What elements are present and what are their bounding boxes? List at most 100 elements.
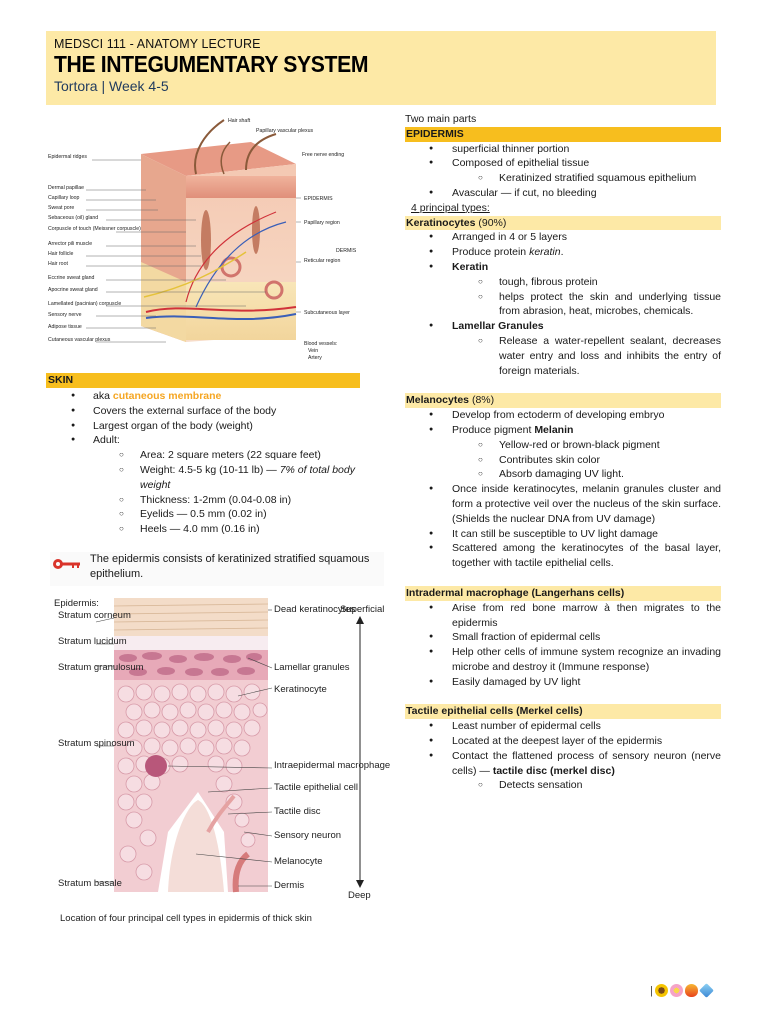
list-item: Release a water-repellent sealant, decre… [405, 334, 721, 378]
list-item: Produce protein keratin. [405, 245, 721, 260]
list-item: Easily damaged by UV light [405, 675, 721, 690]
list-item: Detects sensation [405, 778, 721, 793]
langerhans-heading: Intradermal macrophage (Langerhans cells… [405, 585, 721, 601]
label-eccrine: Eccrine sweat gland [48, 275, 95, 281]
right-column: Two main parts EPIDERMIS superficial thi… [405, 112, 721, 793]
list-item: Produce pigment Melanin [405, 423, 721, 438]
skin-list: aka cutaneous membrane Covers the extern… [46, 389, 360, 537]
label-lamellar-granules: Lamellar granules [274, 662, 350, 673]
label-macrophage: Intraepidermal macrophage cell [274, 760, 392, 771]
list-item: Arranged in 4 or 5 layers [405, 230, 721, 245]
label-sensory-neuron: Sensory neuron [274, 830, 341, 841]
list-item: It can still be susceptible to UV light … [405, 527, 721, 542]
label-apocrine: Apocrine sweat gland [48, 287, 98, 293]
course-title: MEDSCI 111 - ANATOMY LECTURE [54, 37, 261, 51]
list-item: Heels — 4.0 mm (0.16 in) [46, 522, 360, 537]
label-tactile-disc: Tactile disc [274, 806, 321, 817]
label-free-nerve: Free nerve ending [302, 152, 344, 158]
label-subcutaneous: Subcutaneous layer [304, 310, 350, 316]
keratinocytes-heading: Keratinocytes (90%) [405, 215, 721, 231]
list-item: helps protect the skin and underlying ti… [405, 290, 721, 320]
list-item: Avascular — if cut, no bleeding [405, 186, 721, 201]
label-stratum-lucidum: Stratum lucidum [58, 636, 127, 647]
list-item: Covers the external surface of the body [46, 404, 360, 419]
list-item: Absorb damaging UV light. [405, 467, 721, 482]
list-item: Scattered among the keratinocytes of the… [405, 541, 721, 571]
cutaneous-membrane-term: cutaneous membrane [112, 390, 222, 402]
footer-emojis: | [650, 983, 714, 998]
list-item: Keratinized stratified squamous epitheli… [405, 171, 721, 186]
melanocytes-heading: Melanocytes (8%) [405, 393, 721, 409]
skin-structure-figure: Epidermal ridges Dermal papillae Capilla… [48, 118, 357, 361]
header-banner: MEDSCI 111 - ANATOMY LECTURE THE INTEGUM… [46, 31, 716, 105]
label-deep: Deep [348, 890, 371, 901]
label-capillary-loop: Capillary loop [48, 195, 80, 201]
list-item: Small fraction of epidermal cells [405, 630, 721, 645]
page-title: THE INTEGUMENTARY SYSTEM [54, 51, 369, 77]
list-item: Weight: 4.5-5 kg (10-11 lb) — 7% of tota… [46, 463, 360, 493]
label-artery: Artery [308, 355, 322, 361]
list-item: Adult: [46, 433, 360, 448]
label-blood-vessels: Blood vessels: [304, 341, 337, 347]
skin-heading: SKIN [46, 373, 360, 388]
label-stratum-granulosum: Stratum granulosum [58, 662, 144, 673]
label-cutaneous-plexus: Cutaneous vascular plexus [48, 337, 111, 343]
label-superficial: Superficial [340, 604, 384, 615]
label-tactile-cell: Tactile epithelial cell [274, 782, 358, 793]
epidermis-figure-caption: Location of four principal cell types in… [60, 913, 312, 924]
label-epidermal-ridges: Epidermal ridges [48, 154, 87, 160]
blossom-icon [669, 984, 683, 997]
page-subtitle: Tortora | Week 4-5 [54, 78, 169, 94]
principal-types-label: 4 principal types: [411, 201, 490, 214]
list-item: Contributes skin color [405, 453, 721, 468]
epidermis-heading: EPIDERMIS [405, 126, 721, 142]
label-stratum-basale: Stratum basale [58, 878, 122, 889]
list-item: Arise from red bone marrow à then migrat… [405, 601, 721, 631]
label-adipose: Adipose tissue [48, 324, 82, 330]
label-sensory-nerve: Sensory nerve [48, 312, 82, 318]
list-item: Eyelids — 0.5 mm (0.02 in) [46, 507, 360, 522]
gem-icon [699, 983, 714, 998]
label-dermal-papillae: Dermal papillae [48, 185, 84, 191]
fire-icon [684, 984, 698, 997]
label-stratum-corneum: Stratum corneum [58, 610, 131, 621]
label-lamellated: Lamellated (pacinian) corpuscle [48, 301, 121, 307]
list-item: aka cutaneous membrane [46, 389, 360, 404]
list-item: Contact the flattened process of sensory… [405, 749, 721, 779]
label-epidermis: EPIDERMIS [304, 196, 333, 202]
list-item: Lamellar Granules [405, 319, 721, 334]
key-note: The epidermis consists of keratinized st… [50, 552, 384, 586]
list-item: superficial thinner portion [405, 142, 721, 157]
label-hair-root: Hair root [48, 261, 68, 267]
list-item: Least number of epidermal cells [405, 719, 721, 734]
label-melanocyte: Melanocyte [274, 856, 323, 867]
footer-bar: | [650, 984, 653, 997]
list-item: Thickness: 1-2mm (0.04-0.08 in) [46, 493, 360, 508]
label-reticular-region: Reticular region [304, 258, 340, 264]
label-dermis: DERMIS [336, 248, 357, 254]
label-stratum-spinosum: Stratum spinosum [58, 738, 135, 749]
label-meissner: Corpuscle of touch (Meissner corpuscle) [48, 226, 141, 232]
list-item: Largest organ of the body (weight) [46, 419, 360, 434]
list-item: Located at the deepest layer of the epid… [405, 734, 721, 749]
label-papillary-region: Papillary region [304, 220, 340, 226]
intro-text: Two main parts [405, 113, 477, 125]
label-hair-follicle: Hair follicle [48, 251, 73, 257]
label-dermis: Dermis [274, 880, 304, 891]
label-epidermis-layers: Epidermis: [54, 598, 99, 609]
list-item: Once inside keratinocytes, melanin granu… [405, 482, 721, 526]
list-item: Area: 2 square meters (22 square feet) [46, 448, 360, 463]
label-arrector-pili: Arrector pili muscle [48, 241, 92, 247]
list-item: Develop from ectoderm of developing embr… [405, 408, 721, 423]
list-item: Yellow-red or brown-black pigment [405, 438, 721, 453]
label-hair-shaft: Hair shaft [228, 118, 251, 124]
label-dead-keratinocytes: Dead keratinocytes [274, 604, 356, 615]
list-item: tough, fibrous protein [405, 275, 721, 290]
list-item: Help other cells of immune system recogn… [405, 645, 721, 675]
list-item: Keratin [405, 260, 721, 275]
label-vein: Vein [308, 348, 318, 354]
label-sweat-pore: Sweat pore [48, 205, 74, 211]
key-icon [53, 559, 80, 569]
merkel-heading: Tactile epithelial cells (Merkel cells) [405, 704, 721, 720]
sunflower-icon [654, 984, 668, 997]
